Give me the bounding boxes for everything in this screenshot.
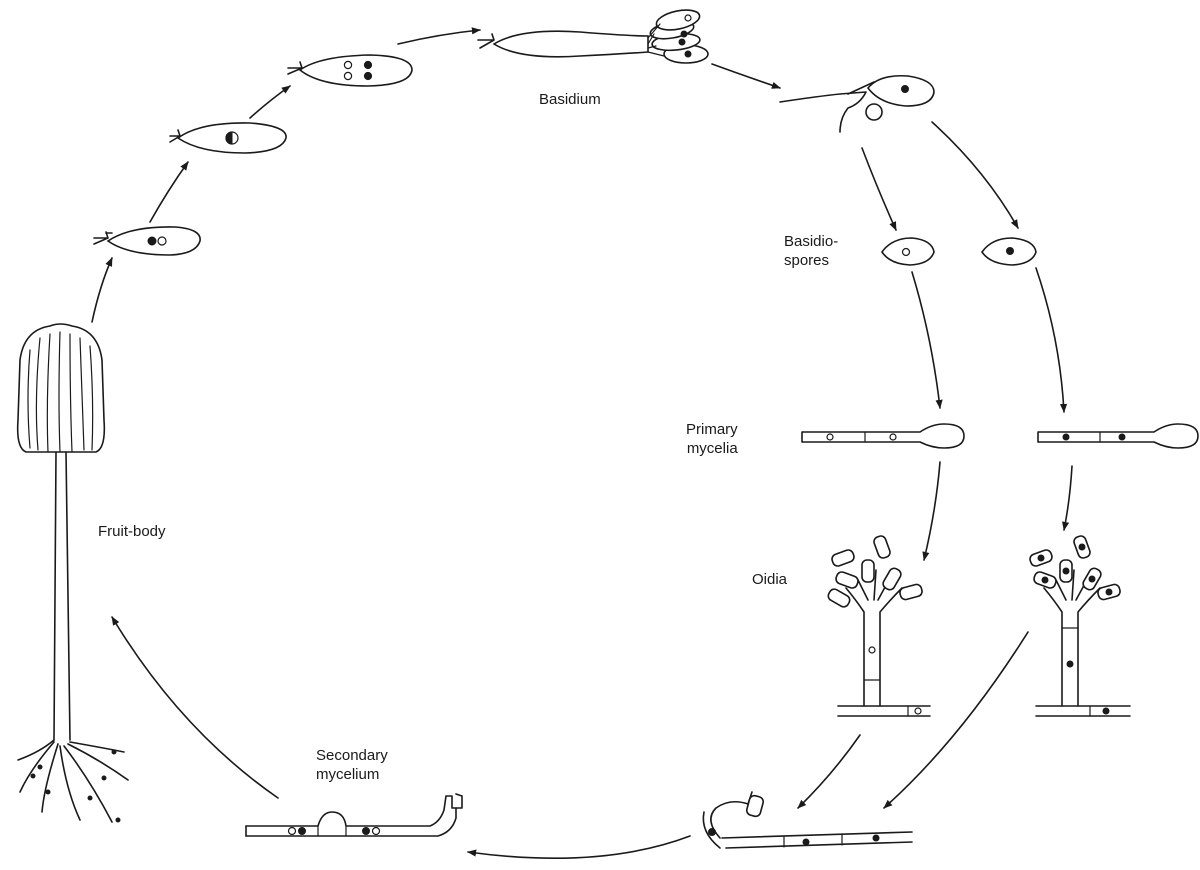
arrow-fusion-to-secondary [467, 835, 691, 859]
arrow-left-oidia-to-fusion [797, 734, 861, 809]
spore-release [779, 74, 935, 133]
young-basidium-cell-3 [287, 54, 413, 87]
hyphal-fusion [702, 791, 913, 849]
secondary-mycelium-hypha [245, 793, 463, 837]
arrow-basidium-to-spore-release [711, 63, 781, 89]
basidiospores-label-line-2: spores [784, 252, 830, 269]
arrow-cell1-to-cell2 [149, 161, 189, 223]
primary-mycelia-label-line-1: Primary [686, 421, 738, 438]
arrow-left-primary-to-oidia [922, 461, 941, 561]
basidiospore-right [981, 237, 1037, 266]
basidiospore-left [881, 237, 935, 266]
arrow-cell3-to-basidium [397, 27, 481, 45]
young-basidium-cell-2 [169, 122, 287, 154]
fruit-body-label: Fruit-body [98, 523, 166, 540]
oidia-label: Oidia [752, 571, 788, 588]
basidiospores-label-line-1: Basidio- [784, 233, 839, 250]
oidiophore-right [1029, 535, 1131, 717]
basidium-label: Basidium [539, 91, 601, 108]
young-basidium-cell-1 [93, 226, 201, 256]
arrow-secondary-to-fruitbody [111, 616, 279, 799]
primary-mycelium-left [801, 423, 965, 449]
arrow-right-spore-to-primary [1035, 267, 1068, 413]
primary-mycelia-label-line-2: mycelia [686, 440, 738, 457]
arrow-fruitbody-to-cell1 [91, 257, 113, 323]
basidium-with-spores [477, 9, 709, 64]
basidiospores-label: Basidio- spores [784, 232, 838, 270]
primary-mycelium-right [1037, 423, 1199, 449]
fruit-body-mushroom [16, 323, 129, 823]
secondary-mycelium-label: Secondary mycelium [316, 746, 388, 784]
secondary-mycelium-label-line-2: mycelium [316, 766, 380, 783]
arrow-cell2-to-cell3 [249, 85, 291, 119]
cycle-arrows [91, 27, 1073, 859]
primary-mycelia-label: Primary mycelia [686, 420, 738, 458]
arrow-to-right-basidiospore [931, 121, 1019, 229]
secondary-mycelium-label-line-1: Secondary [316, 747, 388, 764]
arrow-right-oidia-to-fusion [883, 631, 1029, 809]
arrow-left-spore-to-primary [911, 271, 943, 409]
arrow-right-primary-to-oidia [1062, 465, 1073, 531]
arrow-to-left-basidiospore [861, 147, 897, 231]
oidiophore-left [827, 535, 931, 717]
